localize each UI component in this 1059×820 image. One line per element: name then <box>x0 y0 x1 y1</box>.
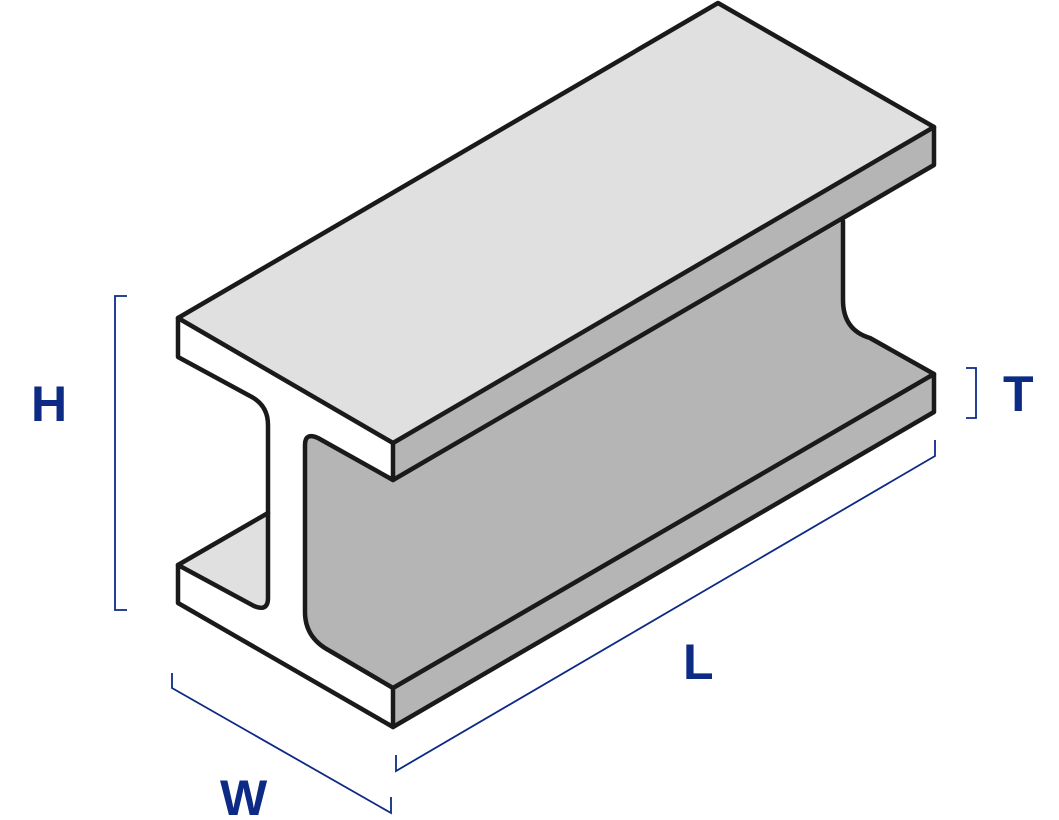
top-flange-side-face <box>393 127 934 480</box>
width-label: W <box>220 770 268 820</box>
front-cross-section <box>178 318 393 727</box>
length-label: L <box>683 634 714 690</box>
height-bracket <box>114 295 127 611</box>
width-bracket <box>171 673 392 815</box>
i-beam <box>175 0 937 730</box>
thickness-label: T <box>1003 366 1034 422</box>
bottom-flange-top-left <box>178 513 268 608</box>
beam-outline <box>175 0 937 730</box>
top-flange-top-face <box>178 3 934 443</box>
length-bracket <box>395 440 936 773</box>
web-side-face <box>305 221 934 688</box>
thickness-bracket <box>966 367 977 419</box>
bottom-flange-top-right <box>393 374 934 727</box>
thickness-dimension: T <box>966 366 1034 422</box>
width-dimension: W <box>171 673 392 820</box>
height-label: H <box>31 376 67 432</box>
height-dimension: H <box>31 295 127 611</box>
length-dimension: L <box>395 440 936 773</box>
